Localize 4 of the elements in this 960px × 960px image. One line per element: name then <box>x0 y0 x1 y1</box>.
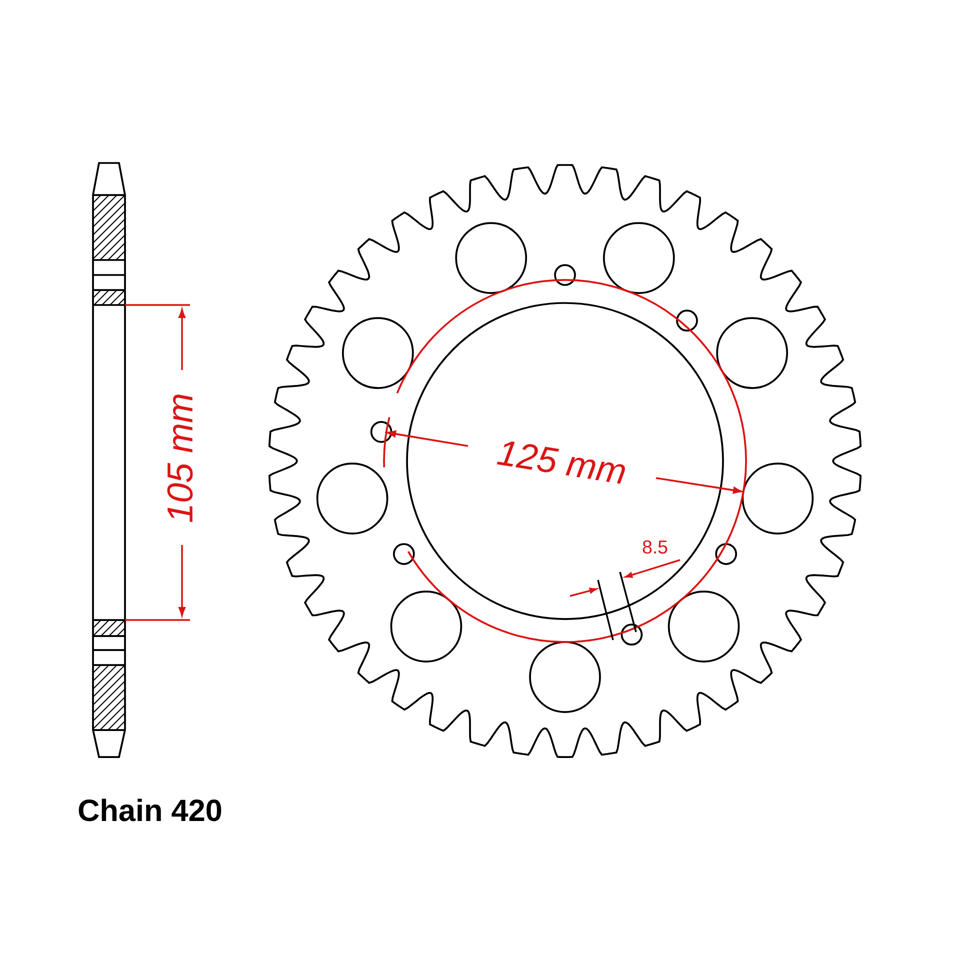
dimension-label: 105 mm <box>167 394 193 522</box>
chain-size-label: Chain 420 <box>78 798 222 822</box>
dimension-label: 8.5 <box>642 540 668 554</box>
dimension-label: 125 mm <box>496 442 625 484</box>
